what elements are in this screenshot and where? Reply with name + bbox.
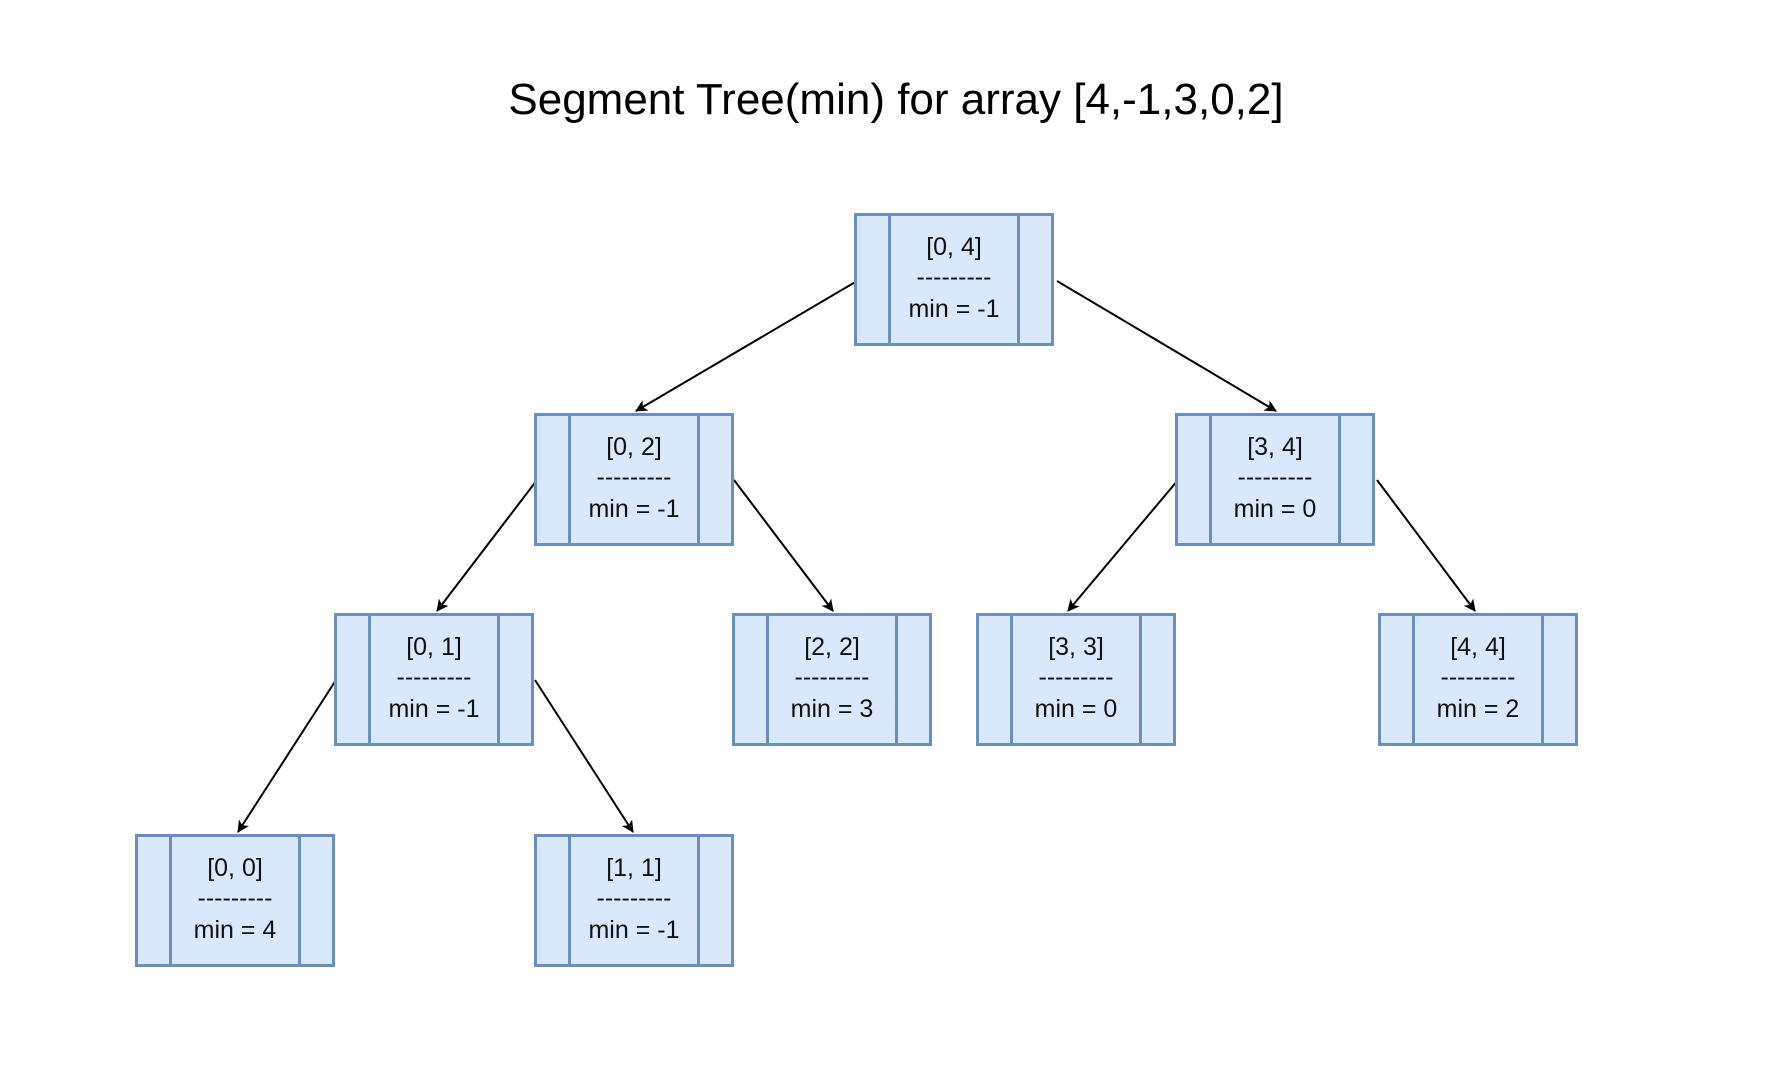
node-right-bar xyxy=(1139,616,1142,743)
node-range: [1, 1] xyxy=(606,854,662,882)
node-range: [0, 1] xyxy=(406,633,462,661)
node-separator: --------- xyxy=(916,263,992,291)
node-left-bar xyxy=(568,837,571,964)
node-min-value: min = -1 xyxy=(908,295,1000,323)
edge-3-4-to-3-3 xyxy=(1067,479,1179,612)
tree-node-0-2: [0, 2] --------- min = -1 xyxy=(534,413,734,546)
node-right-bar xyxy=(298,837,301,964)
node-min-value: min = 3 xyxy=(790,695,874,723)
node-range: [3, 4] xyxy=(1247,433,1303,461)
edge-0-1-to-0-0 xyxy=(237,679,337,833)
node-separator: --------- xyxy=(1237,463,1313,491)
node-right-bar xyxy=(1017,216,1020,343)
node-min-value: min = -1 xyxy=(388,695,480,723)
node-min-value: min = 2 xyxy=(1436,695,1520,723)
tree-node-2-2: [2, 2] --------- min = 3 xyxy=(732,613,932,746)
node-separator: --------- xyxy=(596,884,672,912)
node-range: [0, 2] xyxy=(606,433,662,461)
node-left-bar xyxy=(888,216,891,343)
node-separator: --------- xyxy=(396,663,472,691)
node-right-bar xyxy=(697,837,700,964)
node-min-value: min = 4 xyxy=(193,916,277,944)
node-separator: --------- xyxy=(197,884,273,912)
node-range: [0, 0] xyxy=(207,854,263,882)
node-separator: --------- xyxy=(1038,663,1114,691)
node-min-value: min = -1 xyxy=(588,495,680,523)
node-right-bar xyxy=(697,416,700,543)
tree-node-4-4: [4, 4] --------- min = 2 xyxy=(1378,613,1578,746)
node-range: [0, 4] xyxy=(926,233,982,261)
node-right-bar xyxy=(895,616,898,743)
edge-0-2-to-2-2 xyxy=(733,479,834,612)
tree-node-3-4: [3, 4] --------- min = 0 xyxy=(1175,413,1375,546)
node-left-bar xyxy=(1412,616,1415,743)
node-left-bar xyxy=(766,616,769,743)
edge-0-2-to-0-1 xyxy=(436,479,538,612)
node-right-bar xyxy=(1338,416,1341,543)
node-min-value: min = 0 xyxy=(1233,495,1317,523)
edge-0-4-to-0-2 xyxy=(635,280,858,412)
node-separator: --------- xyxy=(1440,663,1516,691)
diagram-title: Segment Tree(min) for array [4,-1,3,0,2] xyxy=(508,75,1284,124)
node-range: [2, 2] xyxy=(804,633,860,661)
tree-node-1-1: [1, 1] --------- min = -1 xyxy=(534,834,734,967)
node-left-bar xyxy=(169,837,172,964)
tree-node-0-4: [0, 4] --------- min = -1 xyxy=(854,213,1054,346)
node-left-bar xyxy=(1010,616,1013,743)
tree-node-0-1: [0, 1] --------- min = -1 xyxy=(334,613,534,746)
node-left-bar xyxy=(568,416,571,543)
edge-3-4-to-4-4 xyxy=(1376,479,1476,612)
node-range: [3, 3] xyxy=(1048,633,1104,661)
node-min-value: min = -1 xyxy=(588,916,680,944)
node-right-bar xyxy=(497,616,500,743)
node-separator: --------- xyxy=(794,663,870,691)
node-right-bar xyxy=(1541,616,1544,743)
tree-node-3-3: [3, 3] --------- min = 0 xyxy=(976,613,1176,746)
node-left-bar xyxy=(1209,416,1212,543)
edge-0-1-to-1-1 xyxy=(534,679,634,833)
node-range: [4, 4] xyxy=(1450,633,1506,661)
node-left-bar xyxy=(368,616,371,743)
node-min-value: min = 0 xyxy=(1034,695,1118,723)
tree-node-0-0: [0, 0] --------- min = 4 xyxy=(135,834,335,967)
node-separator: --------- xyxy=(596,463,672,491)
edge-0-4-to-3-4 xyxy=(1056,280,1277,412)
